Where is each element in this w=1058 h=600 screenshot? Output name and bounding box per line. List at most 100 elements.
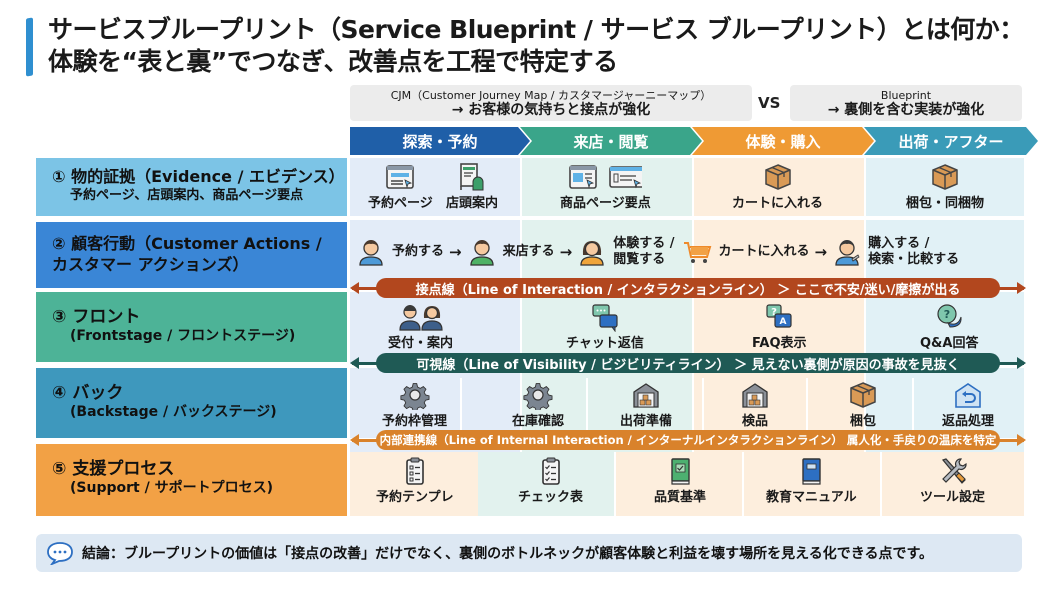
phase-visit-browse: 来店・閲覧 (520, 127, 702, 155)
faq-icon: ?A (766, 304, 792, 328)
lane-number: ④ (52, 383, 67, 403)
lane-title: 物的証拠（Evidence / エビデンス） (71, 167, 345, 186)
support-item: 品質基準 (654, 456, 706, 505)
arrow-right-icon (994, 434, 1026, 446)
backstage-item: 出荷準備 (620, 380, 672, 429)
backstage-item: 返品処理 (942, 380, 994, 429)
support-label: 教育マニュアル (766, 490, 857, 505)
phase-ship-after: 出荷・アフター (864, 127, 1038, 155)
support-item: 教育マニュアル (766, 456, 857, 505)
support-label: 予約テンプレ (376, 490, 454, 505)
frontstage-item: 受付・案内 (388, 302, 453, 351)
checklist-icon (541, 457, 560, 485)
blueprint-strength: → 裏側を含む実装が強化 (827, 102, 985, 118)
arrow-right-icon: → (449, 243, 462, 261)
cjm-strength: → お客様の気持ちと接点が強化 (451, 102, 651, 118)
phase-label: 体験・購入 (745, 132, 821, 151)
lane-subtitle: (Backstage / バックステージ) (70, 404, 277, 420)
lane-subtitle: (Frontstage / フロントステージ) (70, 328, 296, 344)
title-line-2: 体験を“表と裏”でつなぎ、改善点を工程で特定する (48, 47, 618, 76)
evidence-item: 店頭案内 (446, 162, 498, 211)
lane-number: ② (52, 234, 66, 253)
backstage-label: 梱包 (849, 414, 876, 429)
frontstage-label: チャット返信 (566, 336, 644, 351)
line-of-visibility-label: 可視線（Line of Visibility / ビジビリティライン） ＞ 見え… (376, 353, 1000, 373)
lane-title: フロント (72, 307, 141, 327)
phase-header: 探索・予約 来店・閲覧 体験・購入 出荷・アフター (350, 127, 1038, 155)
phase-label: 探索・予約 (402, 132, 478, 151)
warehouse-icon (633, 383, 659, 408)
frontstage-item: チャット返信 (566, 302, 644, 351)
backstage-label: 返品処理 (942, 414, 995, 429)
arrow-right-icon: → (814, 243, 828, 261)
cjm-comparison-box: CJM（Customer Journey Map / カスタマージャーニーマップ… (350, 85, 752, 121)
lane-subtitle: (Support / サポートプロセス) (70, 480, 273, 496)
arrow-left-icon (350, 282, 382, 294)
backstage-label: 在庫確認 (512, 414, 565, 429)
person-icon (469, 240, 494, 266)
chat-icon (592, 304, 618, 332)
page-title: サービスブループリント（Service Blueprint / サービス ブルー… (48, 14, 1024, 78)
evidence-label: 商品ページ要点 (560, 196, 651, 211)
frontstage-item: ?A FAQ表示 (752, 302, 807, 351)
arrow-left-icon (350, 357, 382, 369)
lane-frontstage: ③ フロント (Frontstage / フロントステージ) (36, 292, 347, 362)
blueprint-comparison-box: Blueprint → 裏側を含む実装が強化 (790, 85, 1022, 121)
clipboard-icon (406, 457, 424, 485)
title-accent-bar (26, 17, 33, 77)
lane-backstage: ④ バック (Backstage / バックステージ) (36, 368, 347, 438)
lane-support: ⑤ 支援プロセス (Support / サポートプロセス) (36, 444, 347, 516)
phase-experience-purchase: 体験・購入 (692, 127, 874, 155)
backstage-item: 梱包 (848, 380, 878, 429)
conclusion-banner: 結論：ブループリントの価値は「接点の改善」だけでなく、裏側のボトルネックが顧客体… (36, 534, 1022, 572)
backstage-label: 検品 (741, 414, 768, 429)
backstage-row (350, 378, 1024, 430)
lane-number: ③ (52, 307, 67, 327)
customer-actions-flow: 予約する → 来店する → 体験する /閲覧する カートに入れる → 購入する … (356, 232, 1026, 272)
evidence-label: 店頭案内 (446, 196, 499, 211)
backstage-item: 在庫確認 (512, 380, 564, 429)
arrow-left-icon (350, 434, 382, 446)
arrow-right-icon (994, 282, 1026, 294)
title-line-1: サービスブループリント（Service Blueprint / サービス ブルー… (48, 15, 1024, 44)
svg-text:?: ? (771, 307, 777, 318)
lane-number: ① (52, 167, 66, 186)
action-item: 来店する (467, 237, 555, 267)
evidence-item: 梱包・同梱物 (906, 162, 984, 211)
phase-label: 来店・閲覧 (573, 132, 649, 151)
backstage-label: 予約枠管理 (382, 414, 448, 429)
evidence-item: 予約ページ (368, 162, 433, 211)
svg-text:?: ? (944, 308, 950, 321)
support-item: 予約テンプレ (376, 456, 454, 505)
staff-icon (398, 305, 443, 331)
action-label-line2: 検索・比較する (868, 252, 960, 267)
lane-title: 顧客行動（Customer Actions / (71, 234, 322, 253)
backstage-label: 出荷準備 (620, 414, 673, 429)
green-book-icon (671, 458, 690, 485)
gear-icon (523, 383, 553, 410)
lane-title: バック (72, 383, 124, 403)
action-item: 体験する /閲覧する (577, 236, 674, 268)
evidence-item: 商品ページ要点 (560, 162, 651, 211)
person-icon (835, 240, 860, 266)
arrow-right-icon (994, 357, 1026, 369)
frontstage-label: 受付・案内 (388, 336, 454, 351)
action-label-line2: 閲覧する (613, 252, 666, 267)
lane-customer-actions: ② 顧客行動（Customer Actions / カスタマー アクションズ） (36, 222, 347, 288)
lane-subtitle: 予約ページ、店頭案内、商品ページ要点 (70, 188, 304, 203)
cjm-label: CJM（Customer Journey Map / カスタマージャーニーマップ… (390, 89, 712, 102)
action-item: カートに入れる (682, 237, 809, 267)
return-icon (955, 383, 981, 408)
warehouse-icon (742, 383, 768, 408)
frontstage-item: ? Q&A回答 (920, 302, 978, 351)
web-page-icon (386, 165, 415, 189)
blue-book-icon (802, 458, 822, 485)
phase-explore-reserve: 探索・予約 (350, 127, 530, 155)
support-item: ツール設定 (920, 456, 985, 505)
backstage-item: 検品 (740, 380, 770, 429)
line-of-interaction: 接点線（Line of Interaction / インタラクションライン） ＞… (350, 278, 1026, 298)
evidence-item: カートに入れる (732, 162, 823, 211)
action-label: 購入する /検索・比較する (868, 236, 959, 268)
cart-icon (684, 242, 712, 263)
action-label: 体験する /閲覧する (613, 236, 674, 268)
